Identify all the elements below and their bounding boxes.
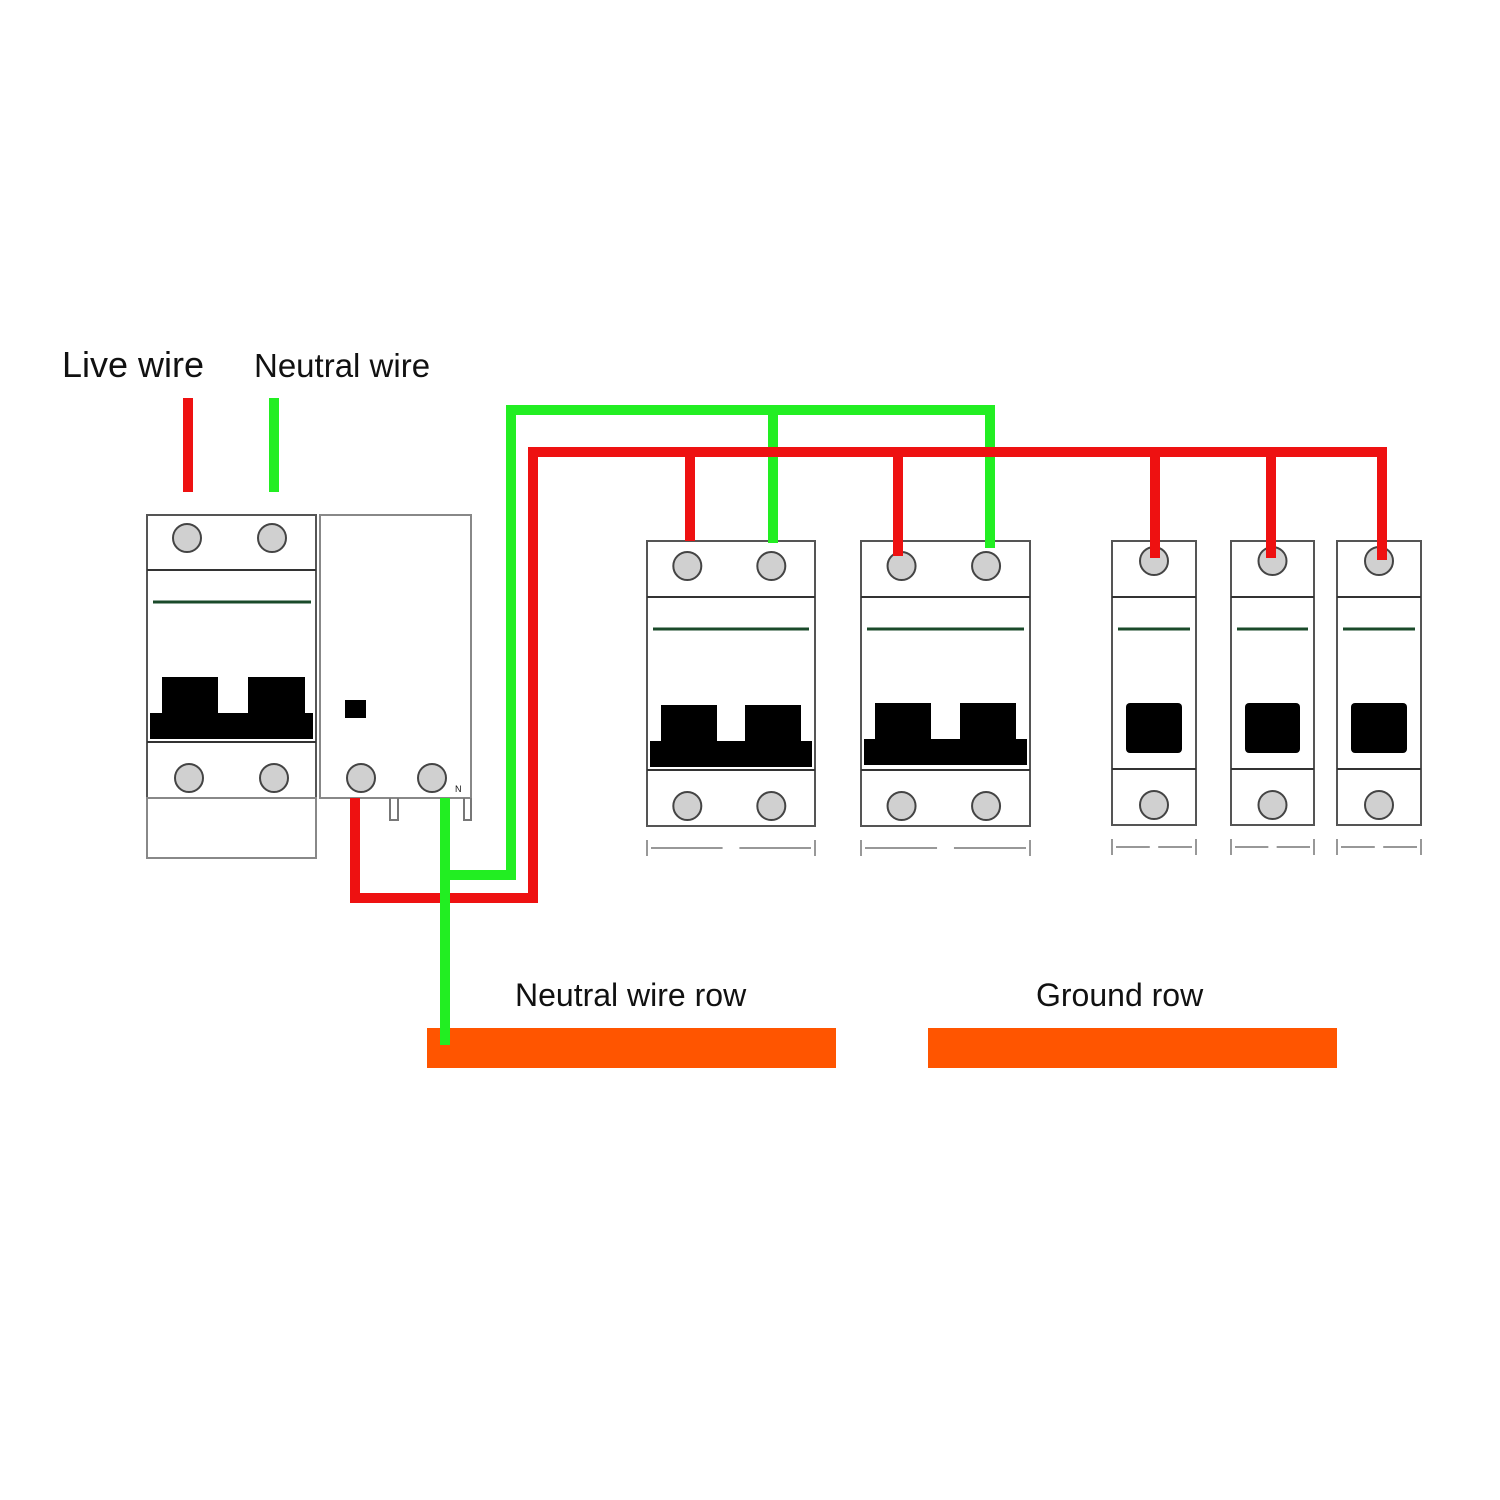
breaker-body — [1230, 540, 1315, 826]
toggle-handle — [650, 705, 812, 767]
terminal-screw-icon — [172, 523, 202, 553]
branch-breaker-4 — [1230, 540, 1315, 855]
mounting-tab — [389, 798, 472, 821]
breaker-body — [1111, 540, 1197, 826]
terminal-screw-icon — [174, 763, 204, 793]
terminal-screw-icon — [346, 763, 376, 793]
terminal-screw-icon — [672, 551, 703, 581]
dimension-marker — [1336, 839, 1422, 855]
neutral-busbar — [427, 1028, 836, 1068]
terminal-screw-icon — [971, 791, 1002, 821]
neutral-wire-label: Neutral wire — [254, 347, 430, 384]
breaker-body — [646, 540, 816, 827]
breaker-body — [146, 514, 317, 799]
test-button — [345, 700, 366, 718]
terminal-screw-icon — [417, 763, 447, 793]
ground-row-label: Ground row — [1036, 977, 1204, 1013]
branch-breaker-3 — [1111, 540, 1197, 855]
dimension-marker — [646, 840, 816, 856]
terminal-screw-icon — [672, 791, 703, 821]
ground-busbar — [928, 1028, 1337, 1068]
terminal-screw-icon — [1139, 790, 1169, 820]
terminal-screw-icon — [971, 551, 1002, 581]
rcd-neutral-mark: N — [455, 784, 462, 794]
main-breaker — [146, 514, 317, 859]
toggle-handle — [1351, 703, 1407, 753]
terminal-screw-icon — [1364, 790, 1394, 820]
breaker-base — [146, 797, 317, 859]
branch-breaker-2 — [860, 540, 1031, 856]
terminal-screw-icon — [257, 523, 287, 553]
toggle-handle — [864, 703, 1027, 765]
breaker-body — [1336, 540, 1422, 826]
branch-breaker-1 — [646, 540, 816, 856]
terminal-screw-icon — [886, 551, 917, 581]
rcd-body — [319, 514, 472, 799]
dimension-marker — [1111, 839, 1197, 855]
terminal-screw-icon — [756, 791, 787, 821]
toggle-handle — [1245, 703, 1300, 753]
terminal-screw-icon — [1257, 790, 1288, 820]
breaker-body — [860, 540, 1031, 827]
toggle-handle — [1126, 703, 1182, 753]
live-wire-label: Live wire — [62, 344, 204, 385]
live-distribution-wire — [350, 447, 1387, 903]
neutral-row-label: Neutral wire row — [515, 977, 747, 1013]
rcd-module — [319, 514, 472, 821]
toggle-handle — [150, 677, 313, 739]
dimension-marker — [860, 840, 1031, 856]
dimension-marker — [1230, 839, 1315, 855]
terminal-screw-icon — [259, 763, 289, 793]
terminal-screw-icon — [756, 551, 787, 581]
branch-breaker-5 — [1336, 540, 1422, 855]
terminal-screw-icon — [886, 791, 917, 821]
